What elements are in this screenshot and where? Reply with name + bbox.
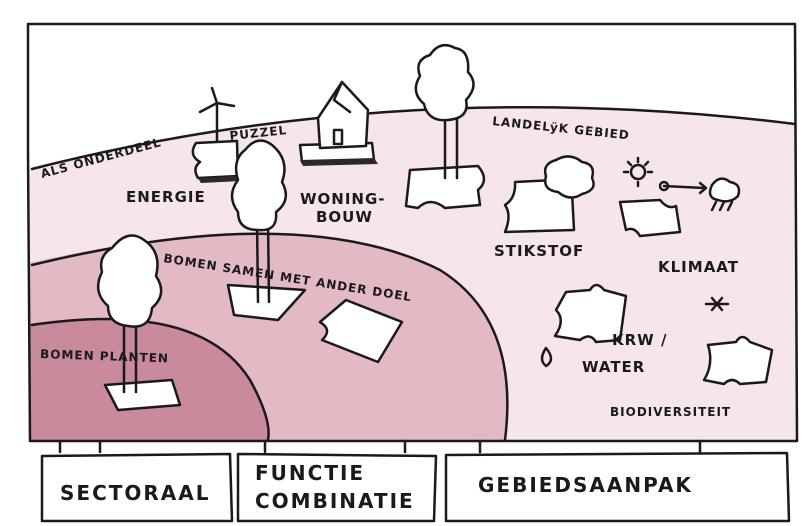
klimaat-label: KLIMAAT — [658, 258, 739, 276]
drawing-frame — [26, 22, 799, 443]
category-box-sectoraal: SECTORAAL — [40, 452, 234, 523]
category-box-gebiedsaanpak: GEBIEDSAANPAK — [444, 451, 791, 523]
water-drop-icon — [540, 346, 553, 368]
biodiversiteit-puzzle-piece — [702, 296, 774, 386]
energie-label: ENERGIE — [126, 188, 206, 206]
flower-icon — [704, 296, 730, 312]
water-label: WATER — [582, 358, 645, 376]
tree-icon-landelijk — [404, 43, 486, 210]
stikstof-label: STIKSTOF — [494, 242, 584, 260]
functie-label: FUNCTIE — [255, 461, 365, 485]
krw-label: KRW / — [612, 331, 667, 349]
category-box-functiecombinatie: FUNCTIE COMBINATIE — [236, 452, 438, 523]
puzzel-label: PUZZEL — [229, 123, 288, 143]
house-icon — [298, 80, 378, 166]
tree-icon-sectoraal — [96, 234, 182, 412]
timeline-ticks — [58, 439, 702, 454]
water-puzzle-piece — [540, 283, 628, 368]
bomen-planten-label: BOMEN PLANTEN — [40, 347, 169, 365]
outer-band-edge — [30, 105, 797, 171]
energie-puzzle-piece — [191, 139, 240, 180]
tree-icon-functie — [226, 139, 307, 322]
woningbouw-label-line2: BOUW — [316, 208, 373, 226]
stikstof-puzzle-piece — [503, 155, 595, 234]
wind-turbine-icon — [198, 86, 236, 150]
combinatie-label: COMBINATIE — [255, 489, 415, 513]
middle-band-edge — [30, 232, 509, 442]
woningbouw-label-line1: WONING- — [300, 190, 386, 208]
functie-puzzle-piece — [318, 298, 404, 364]
biodiversiteit-label: BIODIVERSITEIT — [610, 405, 731, 419]
inner-band-sectoraal — [30, 319, 269, 441]
sectoraal-label: SECTORAAL — [60, 481, 211, 505]
inner-band-edge — [30, 317, 270, 442]
gebiedsaanpak-label: GEBIEDSAANPAK — [478, 473, 693, 497]
klimaat-icons — [618, 156, 741, 238]
